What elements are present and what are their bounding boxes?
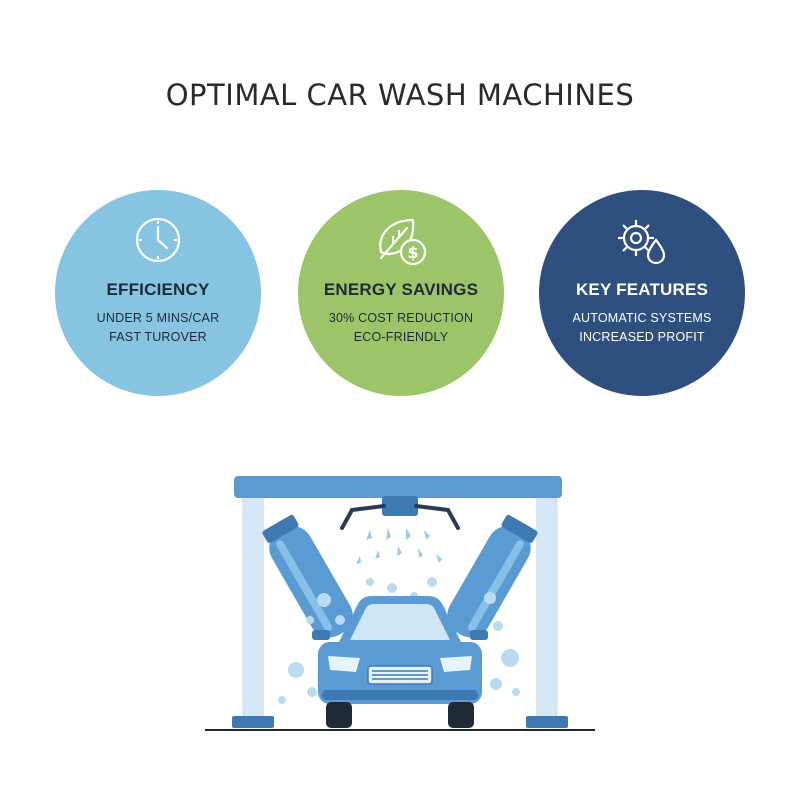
page-title: OPTIMAL CAR WASH MACHINES — [165, 78, 635, 112]
card-heading: KEY FEATURES — [575, 280, 709, 299]
svg-text:$: $ — [407, 243, 418, 262]
car — [312, 596, 488, 728]
card-heading: ENERGY SAVINGS — [323, 280, 479, 299]
right-brush — [447, 514, 538, 638]
card-line: INCREASED PROFIT — [579, 330, 705, 344]
top-beam — [234, 476, 562, 498]
card-line: AUTOMATIC SYSTEMS — [572, 311, 712, 325]
card-line: ECO-FRIENDLY — [353, 330, 449, 344]
gear-drop-icon — [539, 212, 745, 268]
spray-hub — [382, 496, 418, 516]
water-spray — [356, 528, 442, 564]
left-brush — [262, 514, 353, 638]
right-arm — [414, 504, 460, 530]
clock-icon — [55, 212, 261, 268]
card-line: 30% COST REDUCTION — [328, 311, 474, 325]
left-post — [242, 498, 264, 720]
right-post — [536, 498, 558, 720]
key-features-card: KEY FEATURES AUTOMATIC SYSTEMS INCREASED… — [539, 190, 745, 396]
card-line: UNDER 5 MINS/CAR — [96, 311, 220, 325]
right-post-foot — [526, 716, 568, 728]
left-post-foot — [232, 716, 274, 728]
card-line: FAST TUROVER — [109, 330, 207, 344]
leaf-dollar-icon: $ — [298, 212, 504, 268]
efficiency-card: EFFICIENCY UNDER 5 MINS/CAR FAST TUROVER — [55, 190, 261, 396]
energy-savings-card: $ ENERGY SAVINGS 30% COST REDUCTION ECO-… — [298, 190, 504, 396]
card-heading: EFFICIENCY — [106, 280, 210, 299]
left-arm — [340, 504, 386, 530]
car-wash-machine-illustration — [200, 470, 600, 745]
